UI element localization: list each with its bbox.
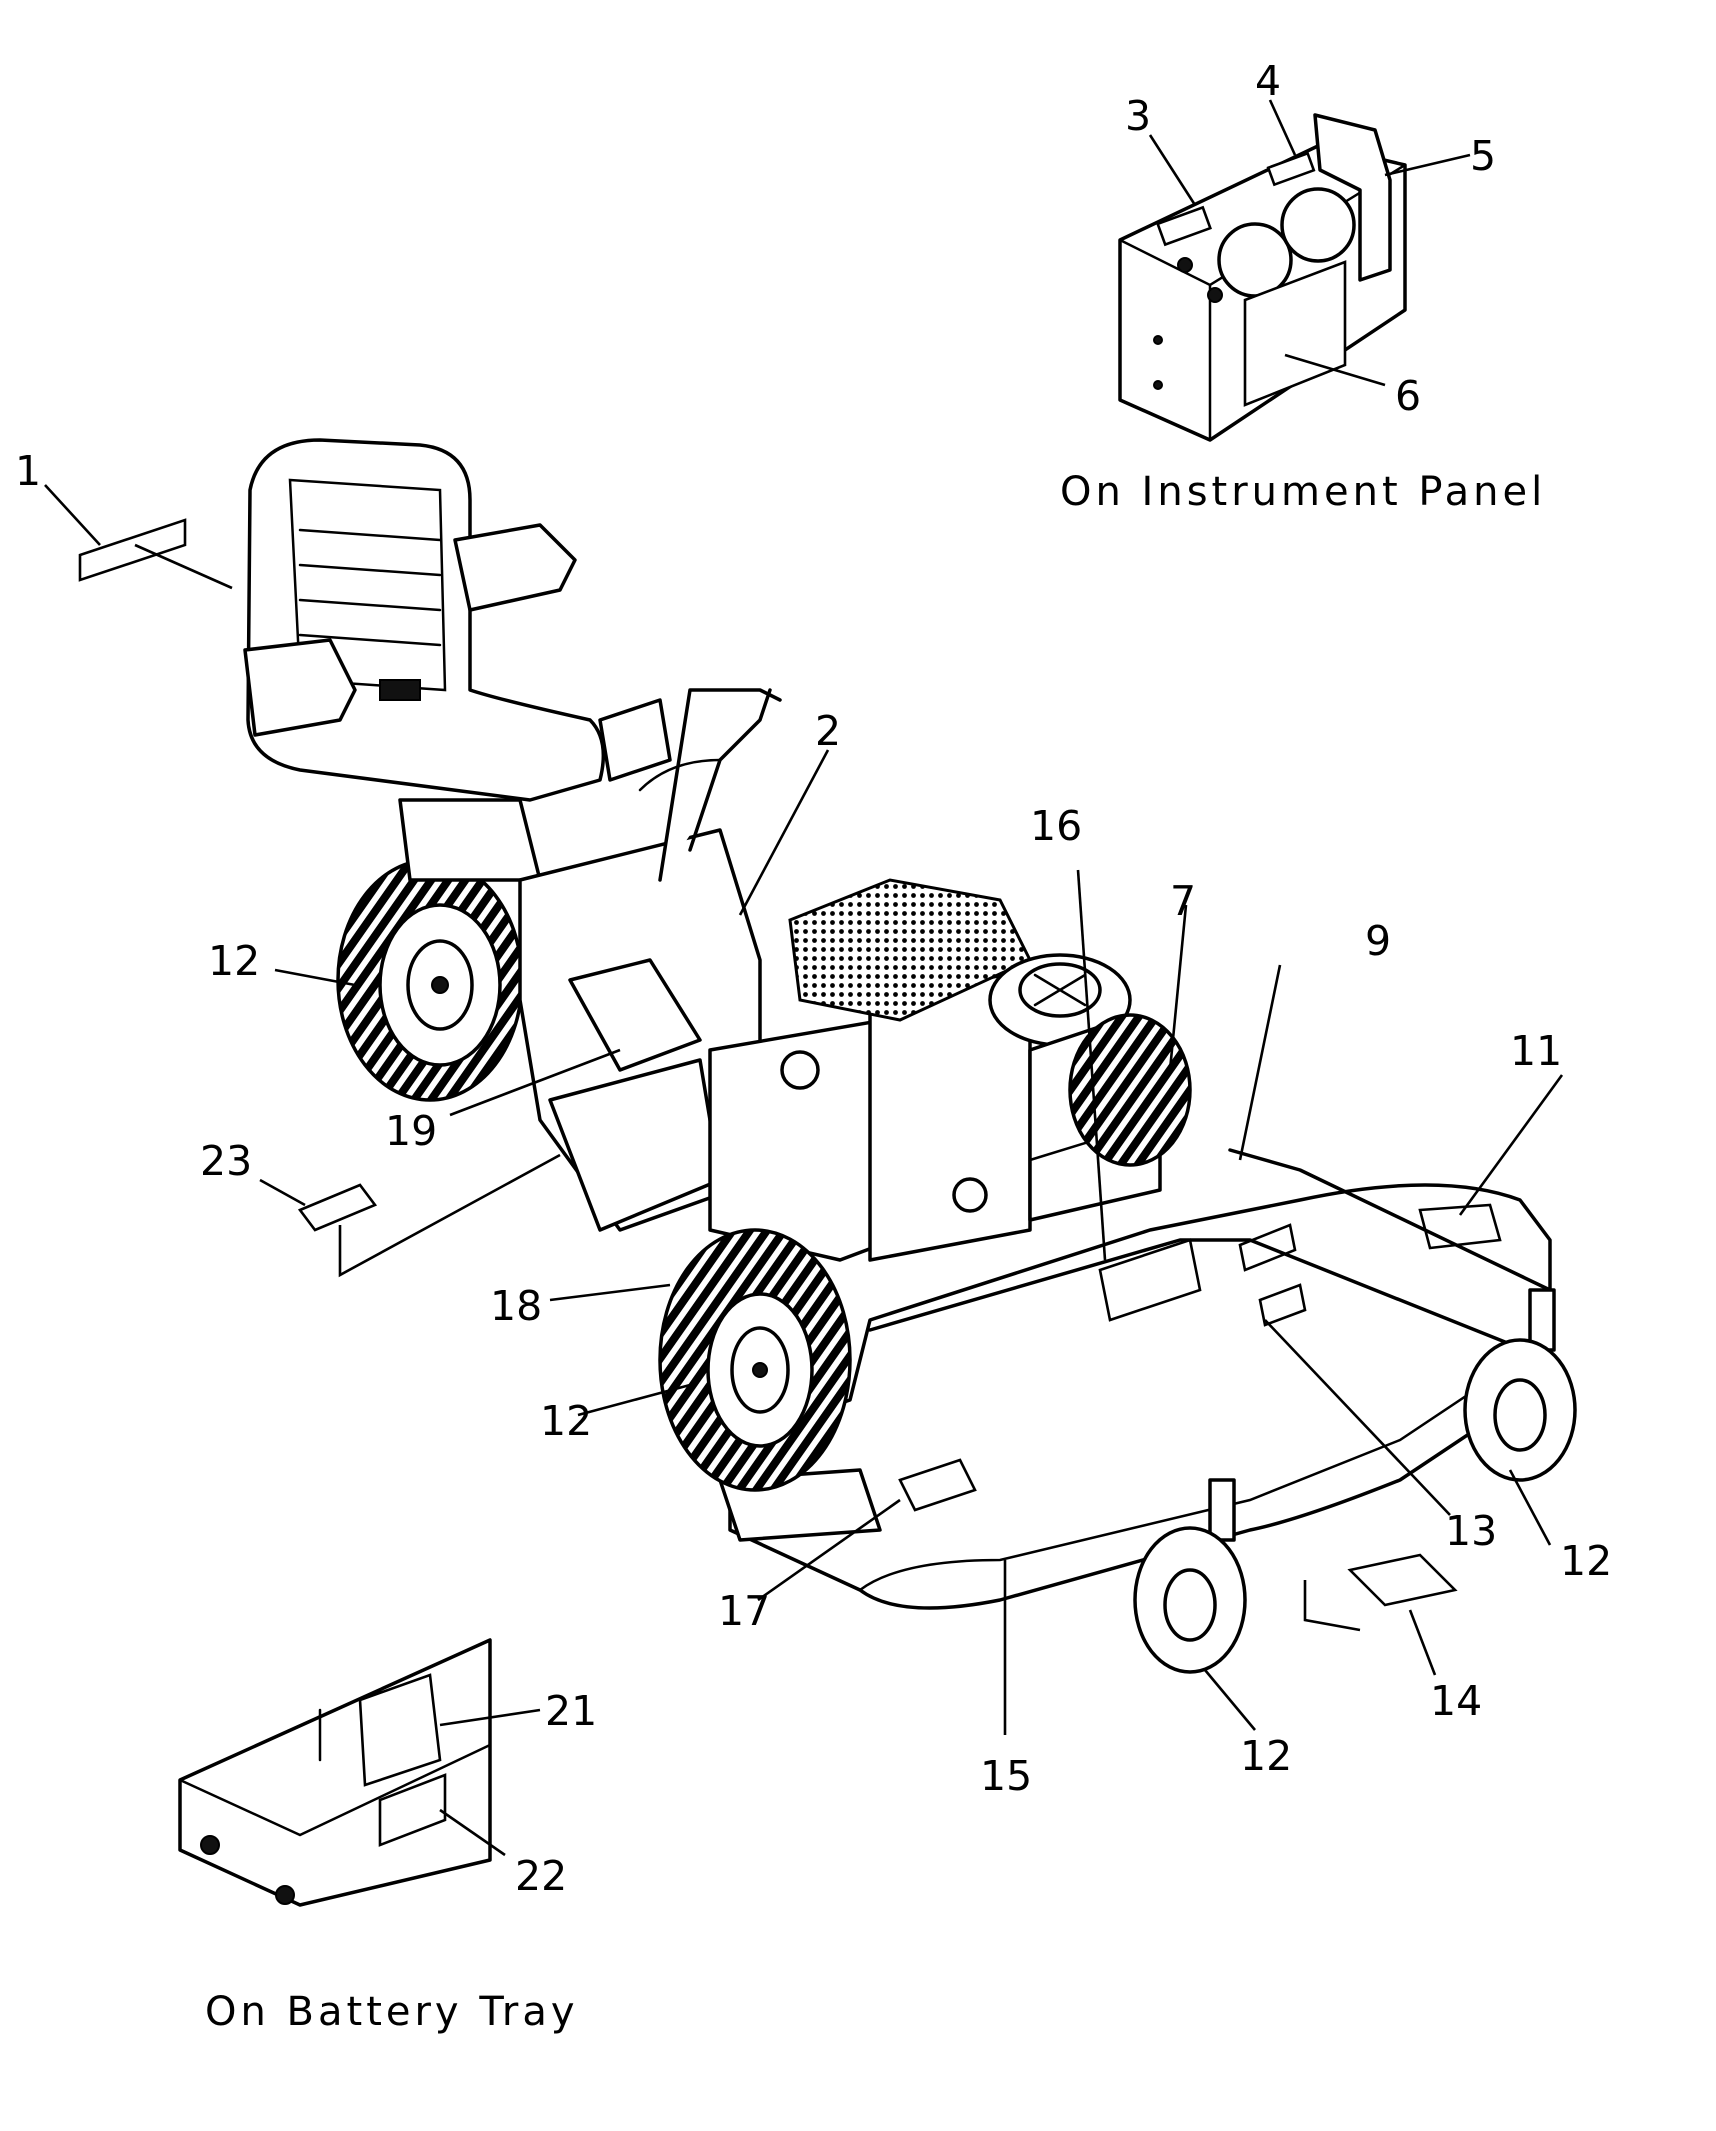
callout-16: 16 [1030,802,1082,850]
leader-lines [44,99,1564,1857]
callout-12-right-caster: 12 [1560,1537,1612,1585]
decal-21 [358,1673,442,1787]
callout-19: 19 [385,1107,437,1155]
callout-9: 9 [1365,917,1391,965]
decal-1 [78,518,187,582]
caster-wheel-front [1133,1478,1247,1674]
callout-labels: 1 2 3 4 5 6 7 9 11 12 12 12 12 13 14 15 … [15,57,1612,1900]
callout-23: 23 [200,1137,252,1185]
callout-18: 18 [490,1282,542,1330]
decal-5-bracket [1313,113,1392,282]
engine [708,878,1162,1262]
callout-12-front-caster: 12 [1240,1732,1292,1780]
instrument-panel-inset [1118,113,1407,442]
seat [243,438,606,882]
caption-instrument-panel: On Instrument Panel [1060,469,1546,515]
callout-14: 14 [1430,1677,1482,1725]
battery-tray-inset [178,1638,492,1907]
decal-13 [1098,1238,1202,1322]
callout-12-rear: 12 [208,937,260,985]
callout-2: 2 [815,707,841,755]
callout-7: 7 [1170,877,1196,925]
mower-deck [718,1148,1552,1610]
decal-6 [1243,260,1347,407]
callout-12-drive: 12 [540,1397,592,1445]
callout-11: 11 [1510,1027,1562,1075]
chassis [518,688,782,1232]
callout-5: 5 [1470,132,1496,180]
decal-14 [1347,1553,1458,1607]
rear-wheel-right [1068,1013,1192,1167]
decal-11 [1418,1203,1502,1250]
callout-22: 22 [515,1852,567,1900]
caster-wheel-right [1463,1288,1577,1482]
front-drive-wheel [658,1228,852,1492]
callout-3: 3 [1125,92,1151,140]
callout-6: 6 [1395,372,1421,420]
decal-4 [1266,151,1316,187]
callout-21: 21 [545,1687,597,1735]
callout-1: 1 [15,447,41,495]
callout-13: 13 [1445,1507,1497,1555]
callout-15: 15 [980,1752,1032,1800]
caption-battery-tray: On Battery Tray [205,1989,579,2035]
rear-wheel-left [336,858,524,1102]
decal-23 [297,1183,378,1232]
callout-17: 17 [718,1587,770,1635]
decal-3 [1156,205,1212,247]
decal-13b [1258,1283,1307,1327]
decal-22 [378,1773,447,1847]
callout-4: 4 [1255,57,1281,105]
decal-17 [898,1458,977,1512]
